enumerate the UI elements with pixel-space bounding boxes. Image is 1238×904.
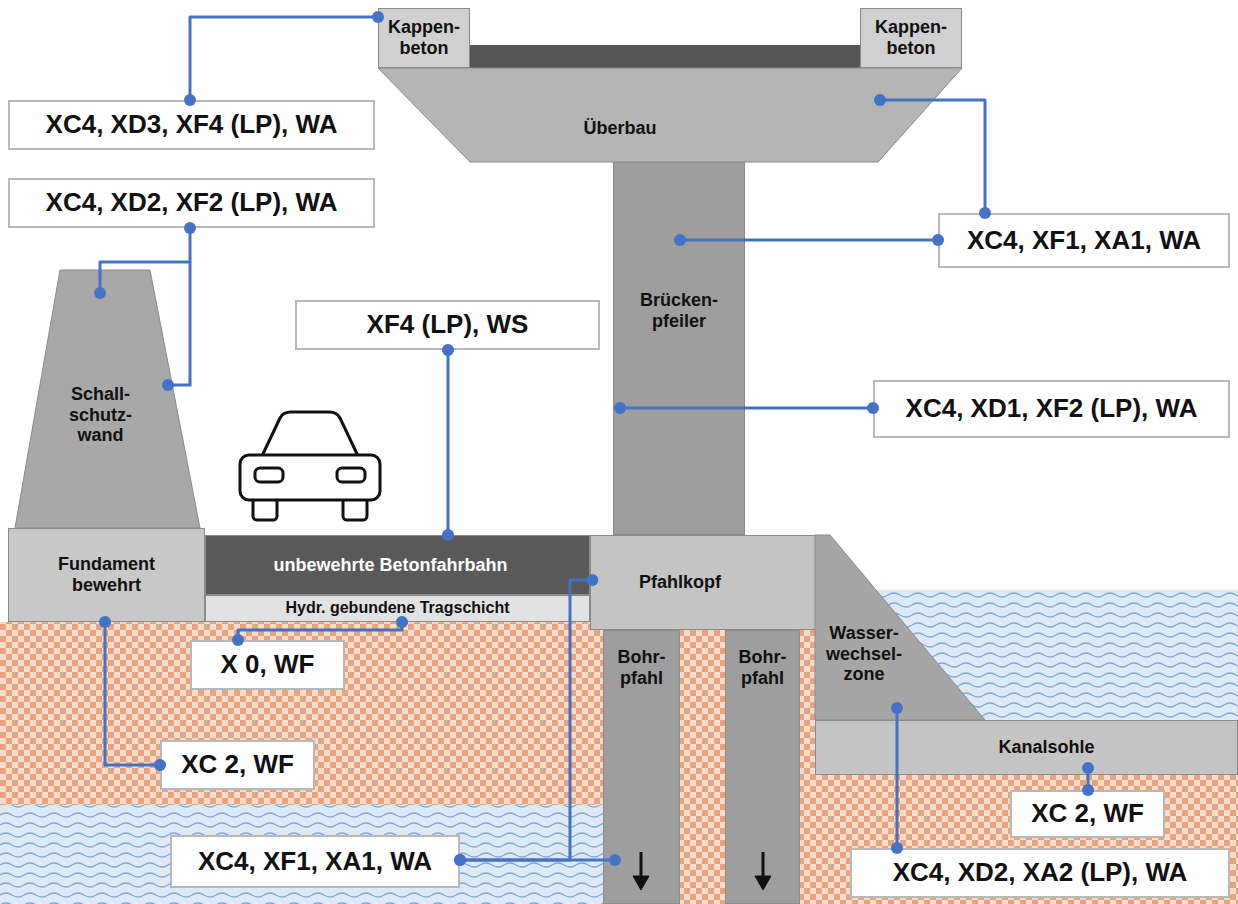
part-name: Pfahlkopf	[639, 572, 721, 593]
part-name: Bohr- pfahl	[728, 647, 798, 688]
connector-dot	[454, 854, 466, 866]
part-name: Kanalsohle	[998, 737, 1094, 758]
bridge-pier: Brücken- pfeiler	[613, 162, 745, 535]
exposure-class-text: XC4, XD2, XF2 (LP), WA	[46, 188, 338, 218]
part-name: unbewehrte Betonfahrbahn	[273, 555, 507, 576]
part-outline	[15, 270, 200, 528]
connector-dot	[586, 574, 598, 586]
connector-dot	[154, 759, 166, 771]
leader-line	[620, 407, 873, 410]
leader-line	[190, 17, 378, 100]
leader-line	[880, 100, 985, 213]
connector-dot	[232, 634, 244, 646]
leader-line	[1087, 768, 1090, 790]
connector-dot	[184, 94, 196, 106]
leader-line	[105, 622, 160, 765]
exposure-class-box: XC4, XD2, XA2 (LP), WA	[850, 848, 1230, 898]
exposure-class-box: XC4, XD3, XF4 (LP), WA	[8, 100, 375, 150]
bored-pile: Bohr- pfahl	[603, 630, 680, 904]
noise-barrier: Schall- schutz- wand	[15, 270, 200, 528]
exposure-class-text: XF4 (LP), WS	[367, 310, 529, 340]
connector-dot	[609, 854, 621, 866]
exposure-class-text: XC4, XF1, XA1, WA	[967, 226, 1201, 256]
exposure-class-text: XC4, XD1, XF2 (LP), WA	[906, 394, 1198, 424]
connector-dot	[442, 344, 454, 356]
leader-line	[460, 859, 615, 862]
part-name: Überbau	[583, 118, 656, 139]
connector-dot	[614, 402, 626, 414]
leader-line	[238, 622, 402, 640]
groundwater	[0, 805, 603, 904]
exposure-class-box: XF4 (LP), WS	[295, 300, 600, 350]
part-name: Hydr. gebundene Tragschicht	[285, 599, 509, 617]
exposure-class-box: XC4, XF1, XA1, WA	[170, 835, 460, 888]
part-outline	[378, 68, 962, 162]
exposure-class-text: XC 2, WF	[1031, 799, 1144, 829]
part-name: Bohr- pfahl	[607, 647, 677, 688]
concrete-road: unbewehrte Betonfahrbahn	[205, 535, 590, 595]
part-name: Brücken- pfeiler	[623, 290, 735, 331]
connector-dot	[874, 94, 886, 106]
part-name: Fundament bewehrt	[47, 554, 167, 595]
part-outline	[378, 68, 962, 162]
exposure-class-box: XC4, XF1, XA1, WA	[938, 213, 1230, 268]
road-surface-strip	[470, 45, 860, 68]
leader-branch	[168, 262, 190, 385]
connector-dot	[979, 207, 991, 219]
exposure-class-box: XC 2, WF	[160, 740, 315, 790]
exposure-class-text: XC4, XD2, XA2 (LP), WA	[893, 858, 1188, 888]
leader-line	[896, 708, 899, 848]
exposure-class-box: XC4, XD1, XF2 (LP), WA	[873, 380, 1230, 438]
cap-concrete: Kappen- beton	[378, 8, 470, 68]
tidal-zone: Wasser- wechsel- zone	[815, 535, 990, 720]
bored-pile: Bohr- pfahl	[725, 630, 800, 904]
leader-dot	[162, 379, 174, 391]
part-name: Kappen- beton	[382, 17, 466, 58]
connector-dot	[932, 234, 944, 246]
leader-line	[100, 228, 190, 293]
connector-dot	[442, 529, 454, 541]
part-name: Schall- schutz- wand	[61, 384, 141, 446]
connector-dot	[891, 842, 903, 854]
leader-line	[460, 580, 592, 860]
connector-dot	[94, 287, 106, 299]
exposure-class-text: X 0, WF	[221, 650, 315, 680]
part-outline	[815, 535, 985, 720]
part-name: Wasser- wechsel- zone	[821, 623, 907, 685]
exposure-class-box: X 0, WF	[190, 640, 345, 690]
exposure-class-box: XC4, XD2, XF2 (LP), WA	[8, 178, 375, 228]
connector-dot	[396, 616, 408, 628]
cap-concrete: Kappen- beton	[860, 8, 962, 68]
connector-dot	[891, 702, 903, 714]
leader-line	[680, 239, 938, 242]
exposure-class-text: XC4, XD3, XF4 (LP), WA	[46, 110, 338, 140]
superstructure: Überbau	[378, 68, 962, 162]
exposure-class-text: XC4, XF1, XA1, WA	[198, 847, 432, 877]
connector-dot	[1082, 784, 1094, 796]
exposure-class-box: XC 2, WF	[1010, 790, 1165, 838]
exposure-class-text: XC 2, WF	[181, 750, 294, 780]
connector-dot	[867, 402, 879, 414]
connector-dot	[184, 222, 196, 234]
pile-arrow	[633, 852, 771, 890]
pile-cap: Pfahlkopf	[590, 535, 830, 630]
base-layer: Hydr. gebundene Tragschicht	[205, 595, 590, 622]
foundation: Fundament bewehrt	[8, 528, 205, 622]
part-name: Kappen- beton	[866, 17, 956, 58]
car-icon	[240, 412, 380, 520]
connector-dot	[674, 234, 686, 246]
connector-dot	[454, 854, 466, 866]
connector-dot	[1082, 762, 1094, 774]
connector-dot	[372, 11, 384, 23]
connector-dot	[99, 616, 111, 628]
leader-line	[447, 350, 450, 535]
canal-bed: Kanalsohle	[815, 720, 1238, 775]
